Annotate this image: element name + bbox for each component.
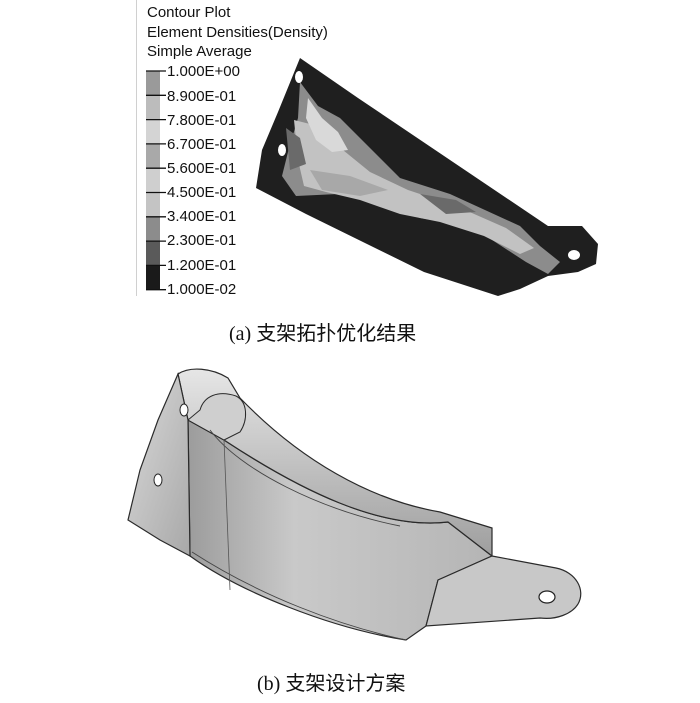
bracket-hole — [278, 144, 286, 156]
bracket-rounded-corner — [187, 393, 246, 441]
caption-a: (a) 支架拓扑优化结果 — [229, 323, 417, 345]
legend-value: 1.000E-02 — [167, 281, 237, 298]
legend-value: 4.500E-01 — [167, 184, 237, 201]
legend-header-line: Element Densities(Density) — [147, 24, 328, 41]
legend-color-bar — [146, 70, 166, 291]
legend-color-swatch — [146, 192, 160, 217]
legend-value: 8.900E-01 — [167, 88, 237, 105]
bracket-density-contour-core — [306, 98, 348, 152]
legend-value: 2.300E-01 — [167, 232, 237, 249]
bracket-left-flange — [127, 372, 191, 558]
bracket-hole — [295, 71, 303, 83]
topology-result — [136, 0, 598, 296]
legend-header-line: Contour Plot — [147, 4, 231, 21]
bracket-density-contour-inner — [294, 120, 534, 254]
caption-b: (b) 支架设计方案 — [257, 673, 406, 695]
bracket-design-model — [127, 368, 582, 641]
legend-value: 1.000E+00 — [167, 63, 240, 80]
legend-value: 5.600E-01 — [167, 160, 237, 177]
legend-color-swatch — [146, 119, 160, 144]
legend-value: 6.700E-01 — [167, 136, 237, 153]
legend-value: 3.400E-01 — [167, 208, 237, 225]
legend-color-swatch — [146, 168, 160, 193]
legend-color-swatch — [146, 71, 160, 96]
legend-value: 7.800E-01 — [167, 112, 237, 129]
legend-color-swatch — [146, 95, 160, 120]
legend-color-swatch — [146, 143, 160, 169]
bracket-top-edge — [177, 368, 493, 558]
bracket-right-tab — [425, 555, 582, 627]
bracket-hole — [538, 590, 556, 604]
legend-color-swatch — [146, 265, 160, 290]
legend-color-swatch — [146, 241, 160, 266]
legend-value: 1.200E-01 — [167, 257, 237, 274]
bracket-hole — [153, 473, 163, 487]
bracket-hole — [179, 403, 189, 417]
bracket-hole — [568, 250, 580, 260]
legend-header-line: Simple Average — [147, 43, 252, 60]
legend-color-swatch — [146, 216, 160, 242]
